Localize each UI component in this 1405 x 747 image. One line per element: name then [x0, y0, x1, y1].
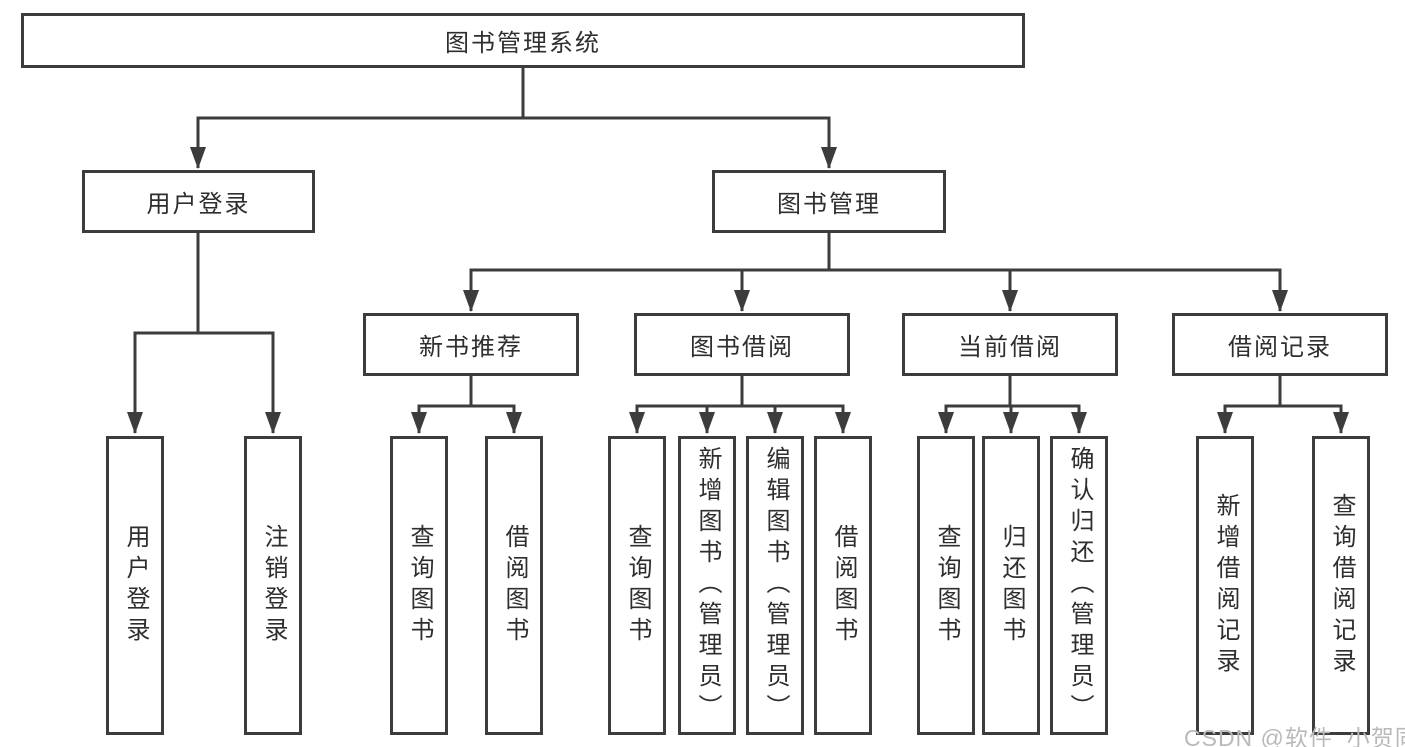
leaf-borrow-query-books: 查询图书 [608, 436, 666, 735]
leaf-recommend-query-books: 查询图书 [390, 436, 448, 735]
csdn-watermark: CSDN @软件_小贺同学 [1184, 725, 1405, 747]
leaf-current-query-books: 查询图书 [917, 436, 975, 735]
leaf-records-add-record: 新增借阅记录 [1196, 436, 1254, 735]
leaf-label: 查询图书 [406, 523, 433, 648]
node-borrowing-records: 借阅记录 [1172, 313, 1388, 376]
node-label: 用户登录 [146, 191, 251, 218]
node-current-borrowing: 当前借阅 [902, 313, 1118, 376]
leaf-label: 查询图书 [933, 523, 960, 648]
leaf-borrow-borrow-books: 借阅图书 [814, 436, 872, 735]
node-label: 当前借阅 [958, 334, 1062, 361]
leaf-label: 借阅图书 [501, 523, 528, 648]
node-user-login: 用户登录 [82, 170, 315, 233]
leaf-label: 用户登录 [122, 523, 149, 648]
node-book-management: 图书管理 [712, 170, 946, 233]
leaf-user-login: 用户登录 [106, 436, 164, 735]
leaf-current-return-books: 归还图书 [982, 436, 1040, 735]
node-label: 借阅记录 [1228, 334, 1332, 361]
node-book-borrowing: 图书借阅 [634, 313, 850, 376]
leaf-label: 新增借阅记录 [1212, 492, 1239, 679]
leaf-borrow-add-books-admin: 新增图书（管理员） [678, 436, 736, 735]
leaf-label: 查询借阅记录 [1328, 492, 1355, 679]
leaf-label: 注销登录 [260, 523, 287, 648]
node-new-book-recommendation: 新书推荐 [363, 313, 579, 376]
leaf-label: 新增图书（管理员） [694, 446, 721, 725]
leaf-label: 借阅图书 [830, 523, 857, 648]
leaf-records-query-record: 查询借阅记录 [1312, 436, 1370, 735]
leaf-label: 归还图书 [998, 523, 1025, 648]
leaf-current-confirm-return-admin: 确认归还（管理员） [1050, 436, 1108, 735]
leaf-recommend-borrow-books: 借阅图书 [485, 436, 543, 735]
node-label: 图书管理系统 [445, 30, 601, 57]
leaf-label: 编辑图书（管理员） [762, 446, 789, 725]
leaf-label: 查询图书 [624, 523, 651, 648]
node-label: 新书推荐 [419, 334, 523, 361]
node-library-management-system: 图书管理系统 [21, 13, 1025, 68]
node-label: 图书管理 [777, 191, 881, 218]
leaf-logout: 注销登录 [244, 436, 302, 735]
node-label: 图书借阅 [690, 334, 794, 361]
leaf-borrow-edit-books-admin: 编辑图书（管理员） [746, 436, 804, 735]
leaf-label: 确认归还（管理员） [1066, 446, 1093, 725]
